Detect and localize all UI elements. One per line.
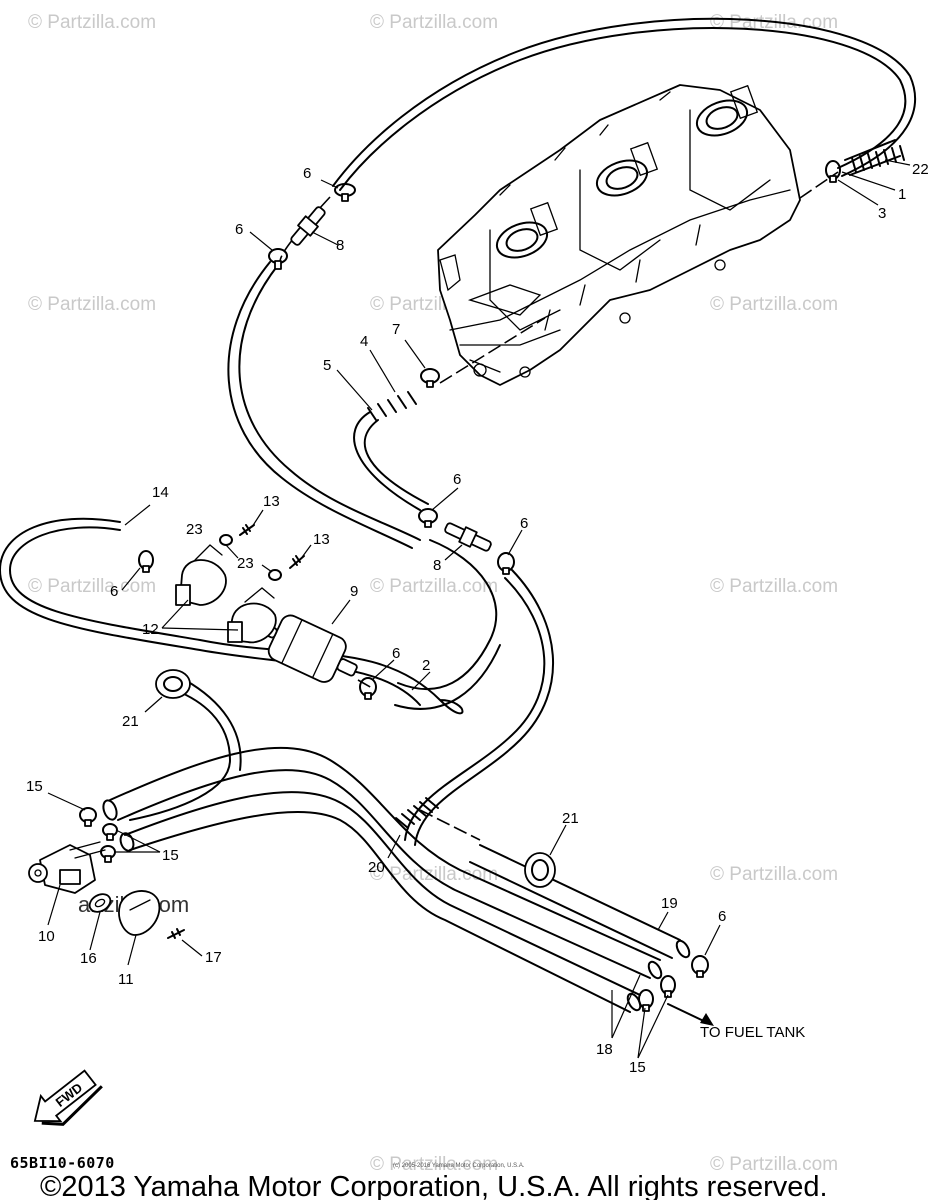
callout-15c: 15: [629, 1059, 646, 1076]
watermark: © Partzilla.com: [370, 12, 498, 33]
drawing-code: 65BI10-6070: [10, 1154, 115, 1172]
callout-7: 7: [392, 321, 400, 338]
callout-12: 12: [142, 621, 159, 638]
watermark: © Partzilla.com: [370, 1154, 498, 1175]
grommets: [155, 669, 556, 888]
callout-6a: 6: [303, 165, 311, 182]
hoses: [0, 17, 917, 1013]
callout-6c: 6: [453, 471, 461, 488]
copyright-notice: ©2013 Yamaha Motor Corporation, U.S.A. A…: [40, 1171, 828, 1200]
callout-14: 14: [152, 484, 169, 501]
callout-11: 11: [118, 971, 134, 988]
brackets: [175, 524, 305, 644]
watermark: © Partzilla.com: [28, 294, 156, 315]
fuel-tank-arrow: [667, 1003, 714, 1026]
callout-17: 17: [205, 949, 222, 966]
callout-23b: 23: [237, 555, 254, 572]
callout-20: 20: [368, 859, 385, 876]
callouts: 1 2 3 4 5 6 6 6 6 6 6 6 7 8 8 9 10 11 12…: [26, 161, 929, 1076]
watermark: © Partzilla.com: [370, 864, 498, 885]
fwd-arrow-icon: FWD: [33, 1069, 103, 1126]
callout-6f: 6: [392, 645, 400, 662]
callout-4: 4: [360, 333, 368, 350]
fuel-cock: [28, 841, 185, 939]
callout-9: 9: [350, 583, 358, 600]
watermark: © Partzilla.com: [710, 294, 838, 315]
callout-6d: 6: [520, 515, 528, 532]
leader-lines: [47, 159, 911, 1059]
callout-21b: 21: [562, 810, 579, 827]
fittings: [290, 206, 492, 552]
small-copyright: (c) 2005-2016 Yamaha Motor Corporation, …: [393, 1163, 525, 1169]
destination-label: TO FUEL TANK: [700, 1024, 805, 1041]
callout-21a: 21: [122, 713, 139, 730]
callout-18: 18: [596, 1041, 613, 1058]
callout-15a: 15: [26, 778, 43, 795]
callout-13b: 13: [313, 531, 330, 548]
callout-15b: 15: [162, 847, 179, 864]
callout-6e: 6: [110, 583, 118, 600]
springs: [367, 139, 905, 829]
callout-16: 16: [80, 950, 97, 967]
watermark: © Partzilla.com: [710, 1154, 838, 1175]
callout-23a: 23: [186, 521, 203, 538]
callout-8b: 8: [433, 557, 441, 574]
watermark: © Partzilla.com: [710, 864, 838, 885]
watermark: © Partzilla.com: [28, 12, 156, 33]
callout-8a: 8: [336, 237, 344, 254]
watermark: © Partzilla.com: [28, 576, 156, 597]
callout-22: 22: [912, 161, 929, 178]
callout-13a: 13: [263, 493, 280, 510]
callout-6g: 6: [718, 908, 726, 925]
callout-6b: 6: [235, 221, 243, 238]
callout-19: 19: [661, 895, 678, 912]
carburetor-assembly: [437, 84, 801, 386]
callout-10: 10: [38, 928, 55, 945]
callout-3: 3: [878, 205, 886, 222]
watermark: © Partzilla.com: [370, 576, 498, 597]
watermark: © Partzilla.com: [710, 576, 838, 597]
callout-5: 5: [323, 357, 331, 374]
callout-1: 1: [898, 186, 906, 203]
callout-2: 2: [422, 657, 430, 674]
clamps: [79, 160, 841, 1012]
